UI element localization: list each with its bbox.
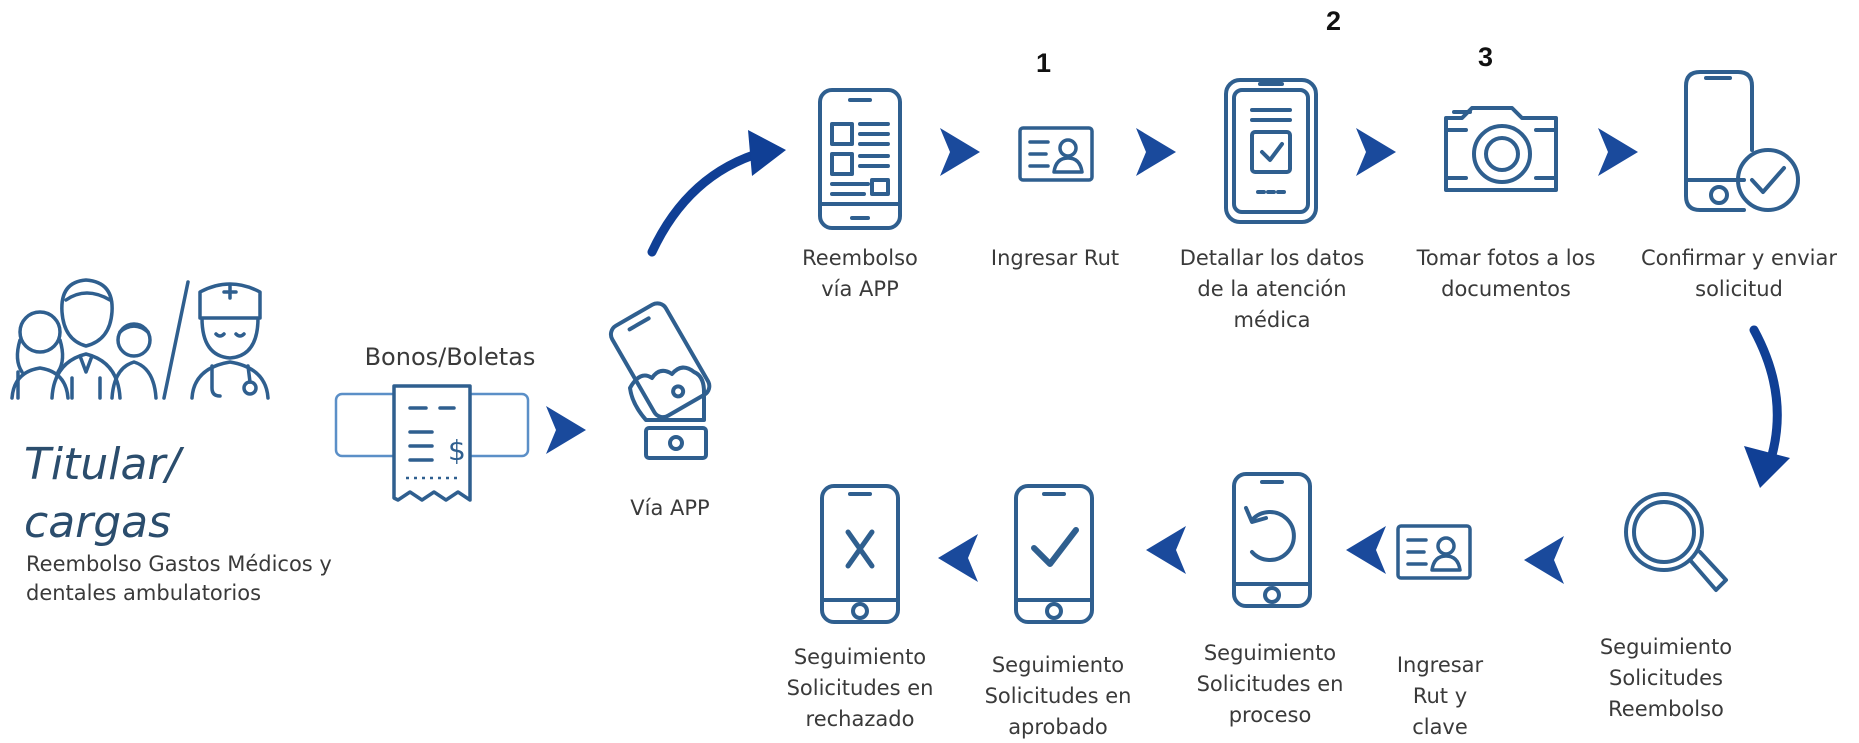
receipt-icon: $: [334, 384, 530, 502]
label-line: Reembolso: [802, 246, 918, 270]
label-line: Tomar fotos a los: [1416, 246, 1596, 270]
phone-rejected-icon: [820, 484, 900, 624]
label-line: Rut y: [1412, 684, 1468, 708]
step-label-detallar-datos: Detallar los datos de la atención médica: [1160, 243, 1384, 336]
arrow-left-4: [938, 534, 978, 582]
label-line: médica: [1233, 308, 1311, 332]
hand-phone-icon: [608, 301, 712, 460]
arrow-left-3: [1146, 526, 1186, 574]
arrow-right-4: [1356, 128, 1396, 176]
step-label-seguimiento-rechazado: Seguimiento Solicitudes en rechazado: [770, 642, 950, 735]
arrow-left-1: [1524, 536, 1564, 584]
step-label-tomar-fotos: Tomar fotos a los documentos: [1394, 243, 1618, 305]
step-number-3: 3: [1478, 42, 1494, 72]
magnifier-icon: [1624, 492, 1728, 592]
arrow-right-5: [1598, 128, 1638, 176]
label-line: rechazado: [805, 707, 915, 731]
bonos-label: Bonos/Boletas: [364, 343, 536, 371]
label-line: Seguimiento: [1203, 641, 1337, 665]
phone-check-icon: [1224, 78, 1318, 224]
arrow-left-2: [1346, 526, 1386, 574]
family-icon: [10, 278, 190, 400]
label-line: Seguimiento: [793, 645, 927, 669]
camera-icon: [1444, 106, 1558, 192]
label-line: Confirmar y enviar: [1640, 246, 1838, 270]
arrow-right-2: [940, 128, 980, 176]
label-line: Seguimiento: [1599, 635, 1733, 659]
via-app-label: Vía APP: [630, 496, 710, 520]
label-line: Seguimiento: [991, 653, 1125, 677]
step-label-confirmar-enviar: Confirmar y enviar solicitud: [1626, 243, 1852, 305]
label-line: proceso: [1228, 703, 1312, 727]
step-number-2: 2: [1326, 6, 1342, 36]
phone-approved-icon: [1014, 484, 1094, 624]
label-line: aprobado: [1008, 715, 1108, 739]
label-line: solicitud: [1695, 277, 1783, 301]
step-label-ingresar-rut: Ingresar Rut: [960, 243, 1150, 274]
phone-refresh-icon: [1232, 472, 1312, 608]
phone-app-icon: [818, 88, 902, 230]
step-label-seguimiento-proceso: Seguimiento Solicitudes en proceso: [1180, 638, 1360, 731]
titular-title-line2: cargas: [24, 497, 172, 548]
doctor-icon: [190, 282, 270, 400]
arrow-right-3: [1136, 128, 1176, 176]
step-number-1: 1: [1036, 48, 1052, 78]
label-line: Solicitudes en: [786, 676, 934, 700]
id-card-icon: [1396, 524, 1472, 580]
phone-confirm-icon: [1684, 70, 1800, 212]
label-line: clave: [1412, 715, 1468, 739]
titular-subtitle-line2: dentales ambulatorios: [26, 581, 262, 605]
label-line: de la atención: [1197, 277, 1347, 301]
titular-subtitle: Reembolso Gastos Médicos y dentales ambu…: [26, 550, 332, 608]
titular-title: Titular/ cargas: [24, 436, 180, 552]
titular-title-line1: Titular/: [24, 439, 181, 490]
label-line: documentos: [1441, 277, 1571, 301]
label-line: vía APP: [821, 277, 899, 301]
label-line: Ingresar: [1396, 653, 1484, 677]
step-label-seguimiento-aprobado: Seguimiento Solicitudes en aprobado: [968, 650, 1148, 743]
label-line: Solicitudes en: [984, 684, 1132, 708]
arrow-right-1: [546, 406, 586, 454]
label-line: Detallar los datos: [1179, 246, 1365, 270]
svg-text:$: $: [448, 434, 466, 467]
label-line: Ingresar Rut: [990, 246, 1120, 270]
curve-arrow-down: [1744, 325, 1790, 488]
label-line: Solicitudes: [1609, 666, 1723, 690]
titular-subtitle-line1: Reembolso Gastos Médicos y: [26, 552, 332, 576]
label-line: Reembolso: [1608, 697, 1724, 721]
step-label-reembolso-app: Reembolso vía APP: [760, 243, 960, 305]
curve-arrow-up: [647, 130, 786, 257]
step-label-seguimiento-reembolso: Seguimiento Solicitudes Reembolso: [1566, 632, 1766, 725]
step-label-ingresar-rut-clave: Ingresar Rut y clave: [1380, 650, 1500, 743]
id-card-icon: [1018, 126, 1094, 182]
label-line: Solicitudes en: [1196, 672, 1344, 696]
